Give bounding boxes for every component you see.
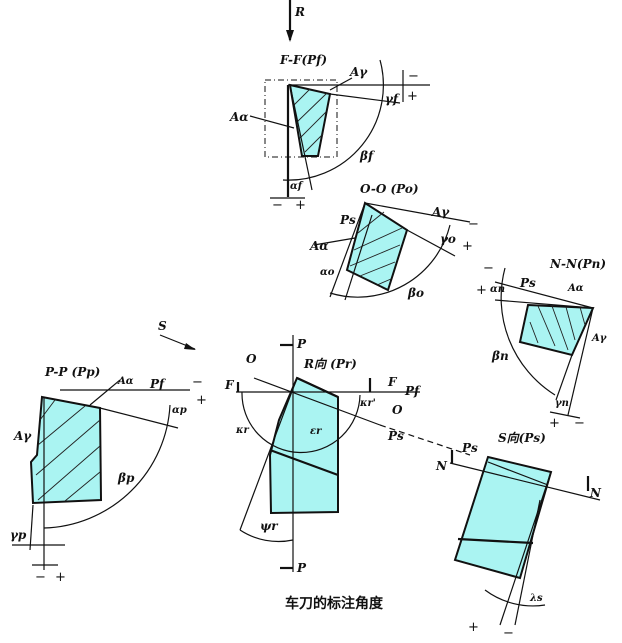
direction-s-arrow: S — [158, 319, 196, 350]
r-title: R向 (Pr) — [303, 357, 357, 371]
plus-sign: + — [55, 570, 66, 585]
p-plane-label: P — [296, 561, 307, 575]
minus-sign: − — [503, 626, 514, 641]
minus-sign: − — [272, 198, 283, 213]
pp-title: P-P (Pp) — [44, 365, 100, 379]
minus-sign: − — [192, 375, 203, 390]
rake-angle-label: γf — [385, 92, 400, 106]
clearance-angle-label: αn — [490, 284, 505, 295]
rake-face-label: Aγ — [13, 429, 32, 443]
plus-sign: + — [407, 89, 418, 104]
tool-outline — [264, 79, 338, 158]
wedge-angle-label: βn — [491, 349, 509, 363]
minus-sign: − — [574, 416, 585, 431]
cutting-plane-label: Ps — [519, 276, 536, 290]
plus-sign: + — [196, 393, 207, 408]
ff-title: F-F(Pf) — [279, 53, 327, 67]
rake-face-label: Aγ — [349, 65, 368, 79]
s-title: S向(Ps) — [498, 431, 546, 445]
oo-title: O-O (Po) — [360, 182, 419, 196]
nn-section-view: N-N(Pn) Ps Aα Aγ αn βn γn + − − + — [476, 257, 607, 431]
plus-sign: + — [549, 416, 560, 431]
flank-face-label: Aα — [567, 283, 584, 294]
clearance-angle-label: αp — [172, 405, 187, 416]
minus-sign: − — [483, 261, 494, 276]
cutting-plane-label: Ps — [461, 441, 478, 455]
n-plane-label: N — [589, 486, 602, 500]
p-plane-label: P — [296, 337, 307, 351]
tool-body — [268, 376, 339, 515]
inclination-angle-label: λs — [529, 593, 543, 604]
plus-sign: + — [462, 239, 473, 254]
flank-face-label: Aα — [117, 376, 134, 387]
cutting-edge-angle-label: κr — [235, 425, 249, 436]
tool-body — [453, 455, 553, 580]
tool-section — [345, 201, 409, 292]
wedge-angle-label: βf — [359, 149, 375, 163]
n-plane-label: N — [435, 459, 448, 473]
approach-angle-label: ψr — [260, 519, 279, 533]
minus-sign: − — [408, 69, 419, 84]
oo-section-view: O-O (Po) Ps Aγ Aα γo αo βo − + — [309, 182, 479, 301]
nn-title: N-N(Pn) — [549, 257, 606, 271]
tool-section — [29, 395, 103, 505]
flank-face-label: Aα — [229, 110, 249, 124]
wedge-angle-label: βp — [117, 471, 135, 485]
rake-angle-label: γp — [10, 528, 27, 542]
r-plan-view: P R向 (Pr) O F F Pf κr' O Ps κr εr ψr P — [224, 335, 471, 575]
direction-r-label: R — [294, 5, 305, 19]
o-plane-label: O — [246, 352, 257, 366]
plus-sign: + — [295, 198, 306, 213]
pp-section-view: P-P (Pp) Aα Pf Aγ αp βp γp − + − + — [10, 365, 207, 585]
clearance-angle-label: αo — [320, 267, 335, 278]
minus-sign: − — [35, 570, 46, 585]
o-plane-label: O — [392, 403, 403, 417]
rake-angle-label: γo — [440, 232, 456, 246]
flank-face-label: Aα — [309, 239, 329, 253]
assumed-working-plane-label: Pf — [149, 377, 166, 391]
clearance-angle-label: αf — [290, 181, 304, 192]
direction-s-label: S — [158, 319, 167, 333]
ff-section-view: R F-F(Pf) Aγ Aα γf βf αf − + − + — [229, 0, 430, 213]
wedge-angle-label: βo — [407, 286, 424, 300]
minor-cutting-edge-angle-label: κr' — [359, 398, 376, 409]
rake-face-label: Aγ — [431, 205, 450, 219]
tool-section — [518, 303, 595, 357]
figure-caption: 车刀的标注角度 — [285, 595, 384, 612]
plus-sign: + — [468, 620, 479, 635]
tool-section — [288, 83, 332, 157]
rake-angle-label: γn — [555, 398, 569, 409]
plus-sign: + — [476, 283, 487, 298]
assumed-working-plane-label: Pf — [404, 384, 421, 398]
cutting-plane-label: Ps — [387, 429, 404, 443]
included-angle-label: εr — [310, 426, 322, 437]
cutting-plane-label: Ps — [339, 213, 356, 227]
minus-sign: − — [468, 217, 479, 232]
f-plane-label: F — [224, 378, 235, 392]
f-plane-label: F — [387, 375, 398, 389]
rake-face-label: Aγ — [591, 333, 607, 344]
s-view: S向(Ps) Ps N N λs + − — [435, 431, 602, 641]
